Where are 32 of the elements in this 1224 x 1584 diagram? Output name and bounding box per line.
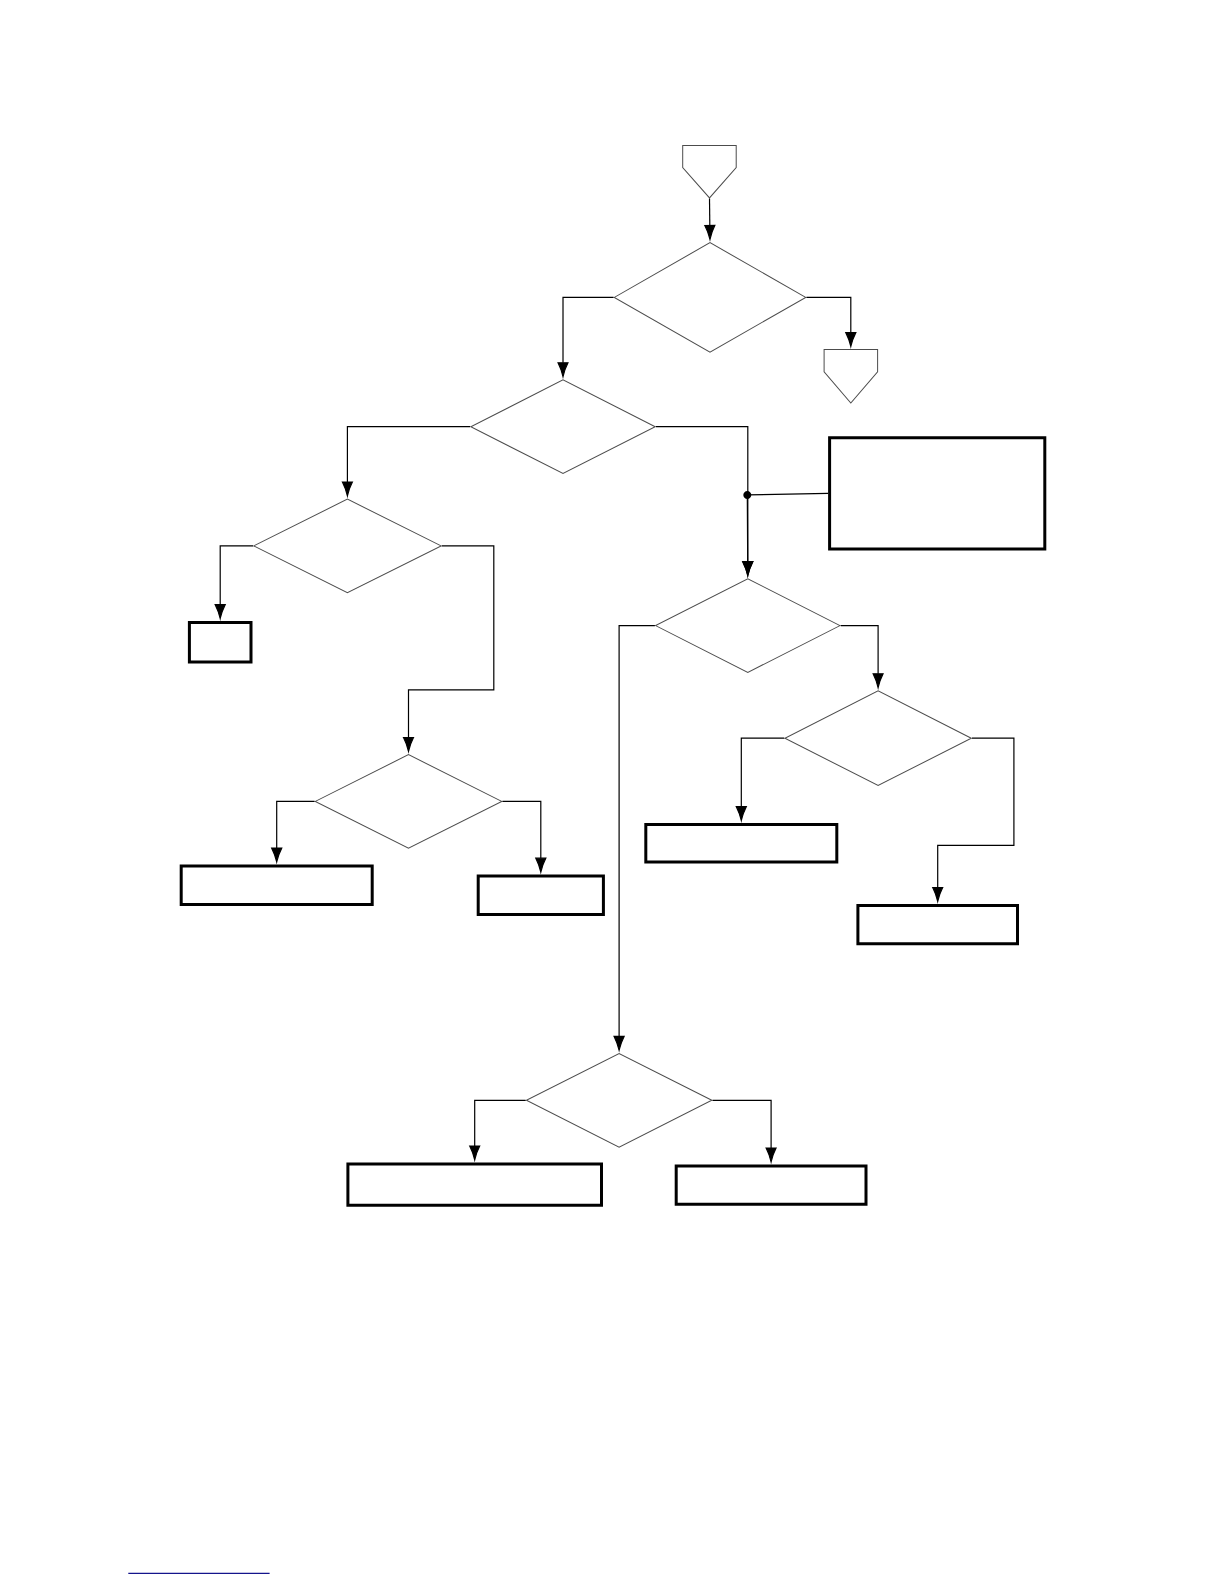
process-box bbox=[674, 1164, 868, 1206]
arrow bbox=[613, 625, 656, 1051]
process-box bbox=[476, 874, 605, 916]
decision-diamond bbox=[525, 1053, 713, 1148]
off-page-connector bbox=[682, 144, 737, 199]
process-box bbox=[346, 1162, 603, 1207]
arrow bbox=[704, 197, 716, 240]
off-page-connector bbox=[823, 348, 879, 404]
arrow bbox=[742, 492, 829, 577]
process-box bbox=[828, 436, 1047, 551]
arrow bbox=[271, 800, 316, 863]
decision-diamond bbox=[784, 690, 972, 786]
process-box bbox=[187, 621, 253, 664]
decision-diamond bbox=[613, 242, 807, 353]
arrow bbox=[214, 545, 254, 620]
arrow bbox=[557, 296, 615, 378]
decision-diamond bbox=[470, 379, 656, 474]
arrow bbox=[805, 296, 857, 347]
decision-diamond bbox=[253, 498, 442, 594]
arrow bbox=[402, 545, 495, 752]
process-box bbox=[644, 823, 839, 864]
arrow bbox=[932, 737, 1015, 902]
arrow bbox=[711, 1099, 777, 1163]
decision-diamond bbox=[314, 754, 503, 849]
process-box bbox=[179, 864, 374, 906]
arrow bbox=[501, 800, 547, 873]
process-box bbox=[856, 903, 1019, 946]
arrow bbox=[469, 1099, 527, 1161]
arrow bbox=[735, 737, 785, 822]
decision-diamond bbox=[655, 578, 841, 673]
arrow bbox=[840, 625, 884, 689]
arrow bbox=[341, 426, 471, 497]
